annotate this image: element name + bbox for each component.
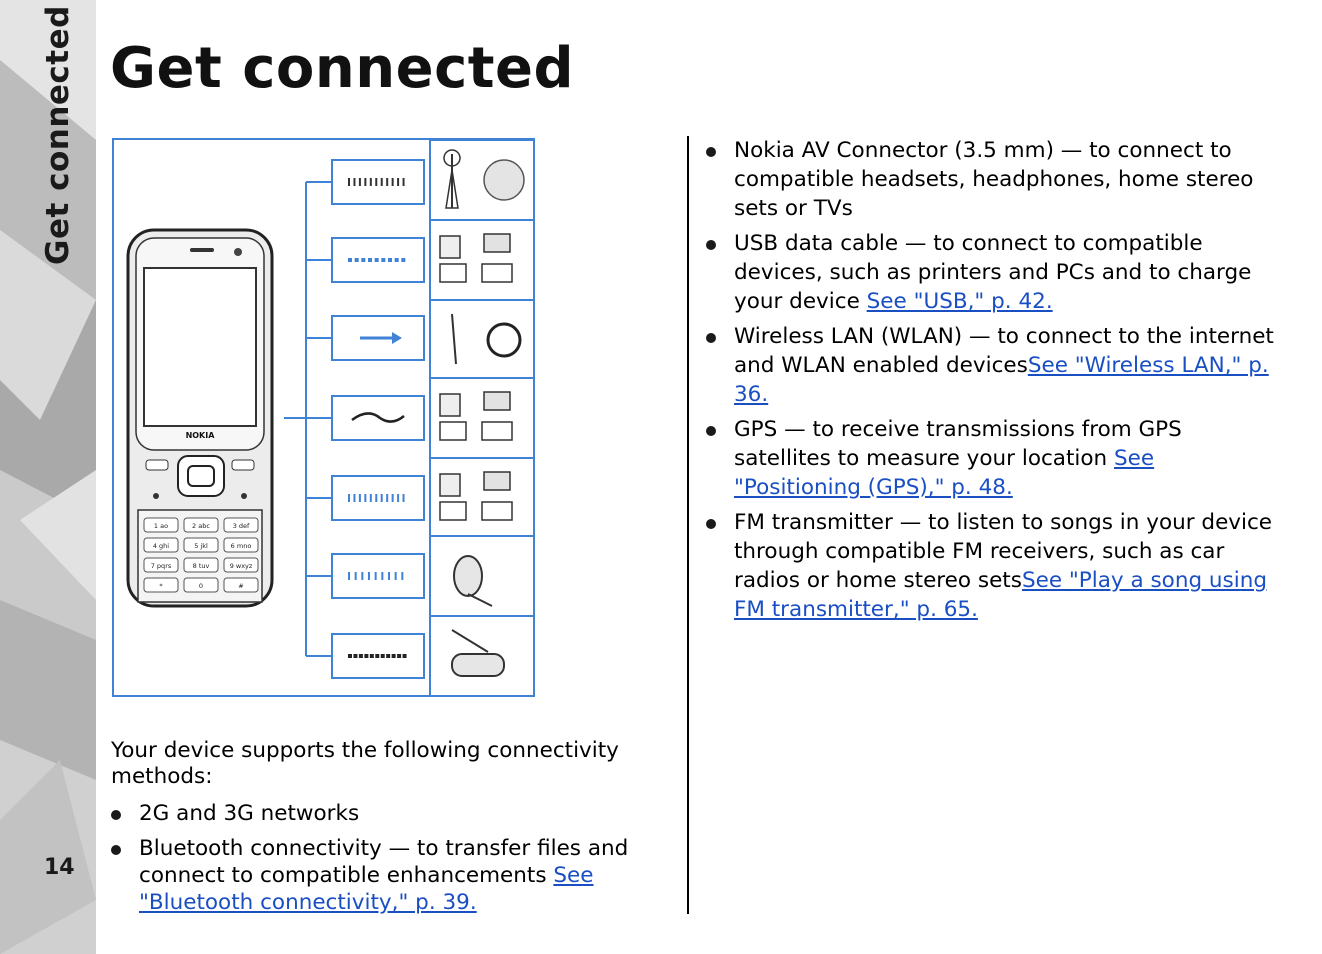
list-item: FM transmitter — to listen to songs in y… [706,508,1276,624]
bullet-icon [706,240,716,250]
bullet-text: GPS — to receive transmissions from GPS … [734,417,1182,471]
keypad-key-label: 0 [199,582,203,590]
bullet-icon [111,810,121,820]
left-column: Your device supports the following conne… [111,738,671,924]
bullet-icon [706,519,716,529]
bullet-icon [706,333,716,343]
keypad-key [143,537,179,553]
printer-icon [483,233,511,253]
wlan-crossref-link[interactable]: See "Wireless LAN," p. 36. [734,353,1269,407]
list-item: USB data cable — to connect to compatibl… [706,229,1276,316]
device-cell [430,299,534,365]
printer-icon [483,471,511,491]
keypad-key [223,537,259,553]
keypad-key [223,517,259,533]
keypad-key-label: 6 mno [231,542,252,550]
headphones-icon [486,322,522,358]
radio-icon [451,653,505,677]
keypad-key-label: 1 ao [154,522,168,530]
gps-crossref-link[interactable]: See "Positioning (GPS)," p. 48. [734,446,1155,500]
device-column [429,139,535,697]
laptop-icon [439,263,467,283]
method-boxes [331,159,425,679]
keypad-key [143,517,179,533]
bluetooth-crossref-link[interactable]: See "Bluetooth connectivity," p. 39. [139,863,594,915]
globe-icon [483,159,525,201]
device-cell [443,149,525,209]
bullet-text: Bluetooth connectivity — to transfer fil… [139,836,629,888]
bullet-text: Nokia AV Connector (3.5 mm) — to connect… [734,138,1254,221]
sidebar-background-pattern [0,0,96,954]
connection-method-box [331,475,425,521]
device-icon [439,393,461,417]
keypad-key-label: # [238,582,243,590]
connector-lines [284,181,332,657]
sidebar-chapter-title: Get connected [40,5,76,265]
device-cells [430,149,534,677]
right-bullet-list: Nokia AV Connector (3.5 mm) — to connect… [706,136,1276,624]
list-item: Wireless LAN (WLAN) — to connect to the … [706,322,1276,409]
device-icon [439,235,461,259]
intro-paragraph: Your device supports the following conne… [111,738,619,789]
bullet-text: FM transmitter — to listen to songs in y… [734,510,1273,593]
list-item: Nokia AV Connector (3.5 mm) — to connect… [706,136,1276,223]
device-cell [430,457,534,521]
cable-icon [351,412,405,423]
keypad-key [183,577,219,593]
bullet-text: Wireless LAN (WLAN) — to connect to the … [734,324,1274,378]
connection-method-box [331,159,425,205]
keypad-key-label: 8 tuv [193,562,210,570]
laptop-icon [439,501,467,521]
right-column: Nokia AV Connector (3.5 mm) — to connect… [706,136,1276,630]
device-cell [430,219,534,283]
column-divider [687,136,689,914]
keypad-key-label: * [159,582,163,590]
connection-method-box [331,553,425,599]
device-cell [430,535,534,607]
keypad-key-label: 3 def [233,522,250,530]
keypad-key [143,557,179,573]
left-bullet-list: 2G and 3G networks Bluetooth connectivit… [111,800,671,916]
keypad-key [183,557,219,573]
bullet-text: 2G and 3G networks [139,801,360,826]
connection-method-box [331,633,425,679]
bullet-icon [111,845,121,855]
page-title: Get connected [110,36,575,101]
connection-method-box [331,237,425,283]
keypad-key [183,517,219,533]
list-item: Bluetooth connectivity — to transfer fil… [111,835,671,916]
connection-method-box [331,315,425,361]
list-item: GPS — to receive transmissions from GPS … [706,415,1276,502]
keypad-key-label: 7 pqrs [151,562,172,570]
keypad-key [143,577,179,593]
connection-method-box [331,395,425,441]
fm-transmitter-crossref-link[interactable]: See "Play a song using FM transmitter," … [734,568,1267,622]
sidebar: Get connected 14 [0,0,96,954]
device-icon [439,473,461,497]
keypad-key-label: 9 wxyz [230,562,253,570]
printer-icon [483,391,511,411]
phone-keypad: 1 ao 2 abc 3 def 4 ghi 5 jkl 6 mno 7 pqrs 8 tuv… [143,517,259,593]
connectivity-diagram: NOKIA 1 ao 2 abc 3 def 4 ghi 5 jkl 6 mno 7 pqr… [112,138,535,697]
keypad-key-label: 5 jkl [194,542,208,550]
list-item: 2G and 3G networks [111,800,671,827]
laptop-icon [439,421,467,441]
usb-crossref-link[interactable]: See "USB," p. 42. [866,289,1053,314]
keypad-key-label: 2 abc [192,522,210,530]
bullet-icon [706,147,716,157]
headset-icon [451,313,457,365]
page-number: 14 [44,855,75,880]
bullet-icon [706,426,716,436]
keypad-key [223,557,259,573]
keypad-key [183,537,219,553]
keypad-key-label: 4 ghi [153,542,169,550]
device-cell [430,377,534,441]
device-cell [430,615,534,677]
bullet-text: USB data cable — to connect to compatibl… [734,231,1252,314]
satellite-dish-icon [453,555,483,597]
phone-brand-label: NOKIA [186,431,216,440]
keypad-key [223,577,259,593]
